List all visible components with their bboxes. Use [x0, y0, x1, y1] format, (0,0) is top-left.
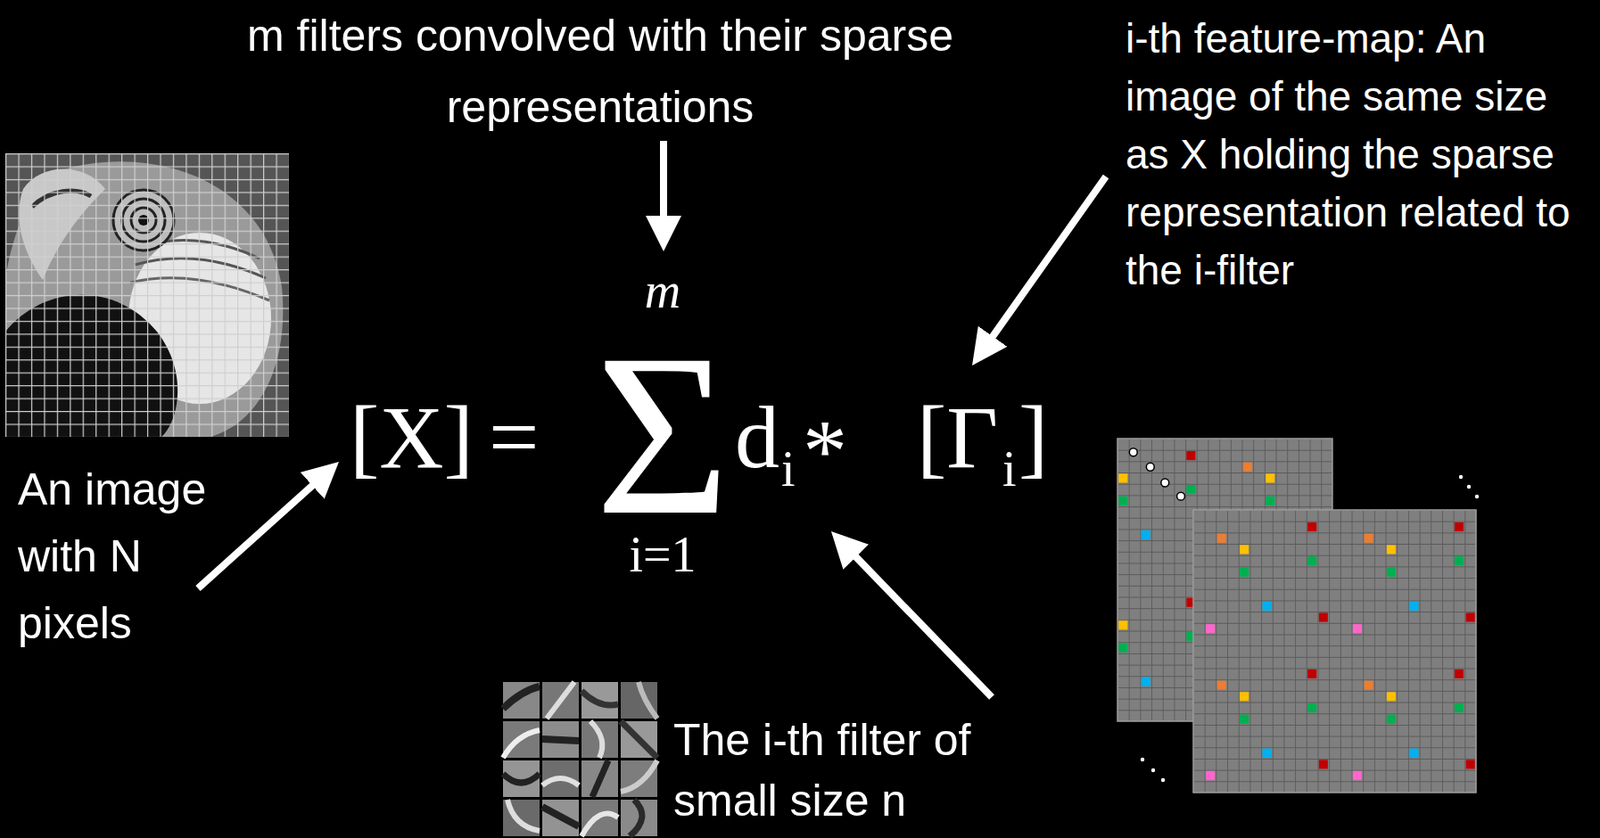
callout-text: An image with N pixels: [17, 456, 241, 658]
callout-text: The i-th filter of small size n: [673, 709, 1066, 832]
label-slot: d: [734, 393, 780, 483]
label-slot: *: [802, 406, 848, 496]
callout-text: m filters convolved with their sparse re…: [243, 0, 957, 143]
leader-arrow: [853, 554, 992, 698]
label-slot: m: [591, 265, 735, 316]
subscript: i: [1002, 444, 1017, 495]
equation-term: [Γ: [916, 393, 998, 483]
ellipsis-dots: [1140, 475, 1479, 783]
leader-arrows: [197, 140, 1106, 698]
label-slot: i: [1002, 444, 1017, 495]
sum-symbol: Σ: [591, 318, 735, 551]
label-slot: [X]: [349, 393, 474, 483]
equation-term: ]: [1018, 393, 1048, 483]
equation-symbol: =: [488, 393, 539, 483]
sum-lower-limit: i=1: [591, 529, 735, 580]
leader-arrow: [197, 483, 315, 589]
label-slot: Σ: [591, 318, 735, 551]
parrot-image: [5, 153, 289, 438]
label-slot: An image with N pixels: [17, 456, 241, 658]
label-slot: i=1: [591, 529, 735, 580]
feature-map-front: [1193, 510, 1477, 793]
label-slot: ]: [1018, 393, 1048, 483]
subscript: i: [781, 444, 796, 495]
label-slot: m filters convolved with their sparse re…: [243, 0, 957, 143]
label-slot: [Γ: [916, 393, 998, 483]
equation-symbol: *: [802, 406, 848, 496]
label-slot: The i-th filter of small size n: [673, 709, 1066, 832]
leader-arrow: [990, 176, 1106, 340]
filter-tiles: [503, 682, 658, 837]
label-slot: i: [781, 444, 796, 495]
label-slot: =: [488, 393, 539, 483]
callout-text: i-th feature-map: An image of the same s…: [1125, 9, 1590, 300]
equation-term: [X]: [349, 393, 474, 483]
label-slot: i-th feature-map: An image of the same s…: [1125, 9, 1590, 300]
equation-term: d: [734, 393, 780, 483]
leader-arrow: [659, 140, 668, 220]
sum-upper-limit: m: [591, 265, 735, 316]
